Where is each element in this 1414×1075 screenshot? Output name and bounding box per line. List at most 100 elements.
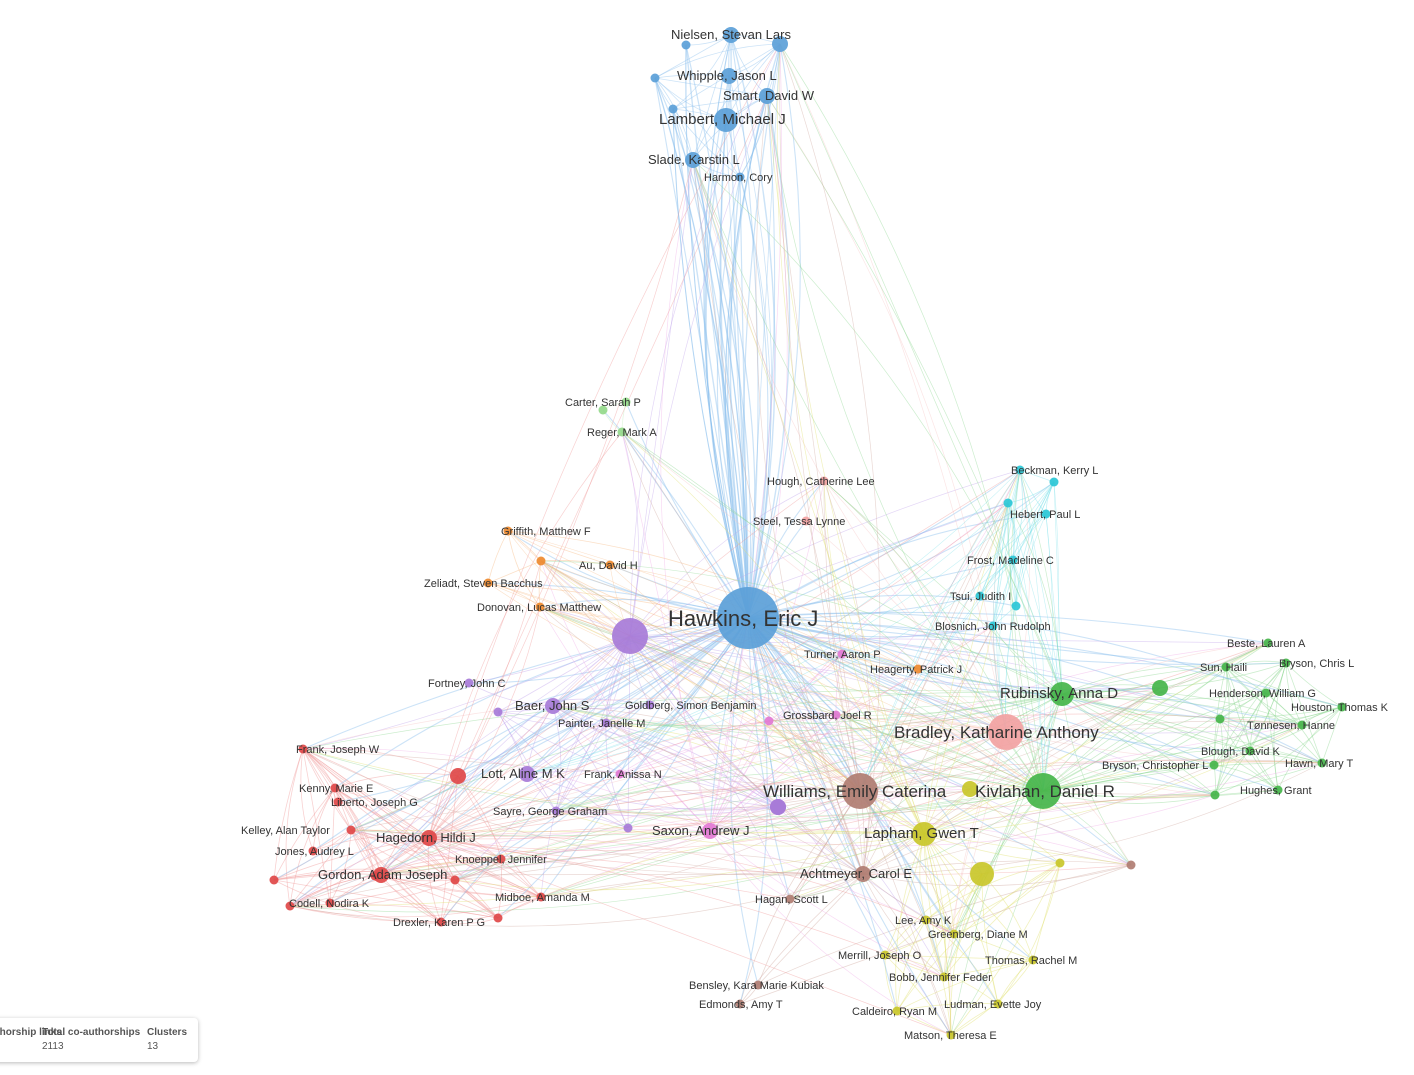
author-label-bryson_c[interactable]: Bryson, Chris L (1279, 658, 1354, 670)
author-node-red_n15[interactable] (269, 875, 279, 885)
author-node-kenny[interactable] (330, 783, 340, 793)
author-node-tsui[interactable] (975, 591, 985, 601)
author-label-jones[interactable]: Jones, Audrey L (275, 846, 354, 858)
author-node-green_n10[interactable] (1215, 714, 1225, 724)
author-node-bryson_c[interactable] (1281, 658, 1291, 668)
author-node-zeliadt[interactable] (483, 578, 493, 588)
author-label-baer[interactable]: Baer, John S (515, 698, 590, 713)
author-node-beste[interactable] (1263, 638, 1273, 648)
author-label-bobb[interactable]: Bobb, Jennifer Feder (889, 972, 992, 984)
author-node-hawkins[interactable] (717, 587, 779, 649)
author-label-goldberg[interactable]: Goldberg, Simon Benjamin (625, 700, 756, 712)
author-node-sun[interactable] (1221, 662, 1231, 672)
author-node-whipple[interactable] (721, 68, 737, 84)
author-node-steel[interactable] (801, 516, 811, 526)
author-label-painter[interactable]: Painter, Janelle M (558, 718, 645, 730)
author-node-bradley[interactable] (988, 714, 1024, 750)
author-node-smart[interactable] (759, 88, 775, 104)
author-label-ludman[interactable]: Ludman, Evette Joy (944, 999, 1042, 1011)
author-node-blue_n4[interactable] (650, 73, 660, 83)
author-label-blough[interactable]: Blough, David K (1201, 746, 1281, 758)
author-node-lott[interactable] (519, 766, 535, 782)
author-node-purple_n9[interactable] (623, 823, 633, 833)
author-label-heagerty[interactable]: Heagerty, Patrick J (870, 664, 962, 676)
author-label-frost[interactable]: Frost, Madeline C (967, 555, 1054, 567)
author-node-henderson[interactable] (1261, 688, 1271, 698)
author-node-orange_n2[interactable] (536, 556, 546, 566)
author-node-hagan[interactable] (785, 894, 795, 904)
author-node-purple_near_williams[interactable] (770, 799, 786, 815)
author-node-codell[interactable] (325, 898, 335, 908)
author-node-thomas[interactable] (1028, 955, 1038, 965)
author-label-zeliadt[interactable]: Zeliadt, Steven Bacchus (424, 578, 543, 590)
author-node-griffith[interactable] (503, 526, 513, 536)
author-node-grossbard[interactable] (831, 710, 841, 720)
author-node-liberto[interactable] (333, 797, 343, 807)
author-label-blosnich[interactable]: Blosnich, John Rudolph (935, 621, 1051, 633)
author-node-red_n13[interactable] (450, 875, 460, 885)
author-label-griffith[interactable]: Griffith, Matthew F (501, 526, 591, 538)
author-node-purple_hub[interactable] (612, 618, 648, 654)
author-label-bryson_ch[interactable]: Bryson, Christopher L (1102, 760, 1208, 772)
author-label-knoeppel[interactable]: Knoeppel, Jennifer (455, 854, 547, 866)
author-label-gordon[interactable]: Gordon, Adam Joseph (318, 867, 447, 882)
author-label-codell[interactable]: Codell, Nodira K (289, 898, 370, 910)
author-label-frank_w[interactable]: Frank, Joseph W (296, 744, 380, 756)
author-node-hagedorn[interactable] (421, 830, 437, 846)
author-node-hebert[interactable] (1041, 509, 1051, 519)
author-node-merrill[interactable] (880, 950, 890, 960)
author-node-green_n6[interactable] (1152, 680, 1168, 696)
author-node-reger[interactable] (617, 427, 627, 437)
author-node-caldeiro[interactable] (892, 1006, 902, 1016)
author-label-lott[interactable]: Lott, Aline M K (481, 766, 565, 781)
author-node-harmon[interactable] (735, 172, 745, 182)
author-label-sayre[interactable]: Sayre, George Graham (493, 806, 607, 818)
author-label-hughes[interactable]: Hughes, Grant (1240, 785, 1312, 797)
author-label-henderson[interactable]: Henderson, William G (1209, 688, 1316, 700)
author-label-saxon[interactable]: Saxon, Andrew J (652, 823, 750, 838)
author-label-beckman[interactable]: Beckman, Kerry L (1011, 465, 1098, 477)
author-label-kenny[interactable]: Kenny, Marie E (299, 783, 373, 795)
author-label-lee[interactable]: Lee, Amy K (895, 915, 952, 927)
author-label-grossbard[interactable]: Grossbard, Joel R (783, 710, 872, 722)
author-node-nielsen[interactable] (723, 27, 739, 43)
author-label-matson[interactable]: Matson, Theresa E (904, 1030, 997, 1042)
author-label-tonnesen[interactable]: Tønnesen, Hanne (1247, 720, 1335, 732)
author-node-kivlahan[interactable] (1025, 773, 1061, 809)
author-label-steel[interactable]: Steel, Tessa Lynne (753, 516, 845, 528)
author-label-donovan[interactable]: Donovan, Lucas Matthew (477, 602, 601, 614)
author-label-kelley[interactable]: Kelley, Alan Taylor (241, 825, 330, 837)
author-label-hawkins[interactable]: Hawkins, Eric J (668, 606, 818, 631)
author-node-olive_n3[interactable] (970, 862, 994, 886)
author-label-bensley[interactable]: Bensley, Kara Marie Kubiak (689, 980, 824, 992)
author-node-bensley[interactable] (753, 980, 763, 990)
author-node-baer[interactable] (545, 698, 561, 714)
author-node-lightgreen_n4[interactable] (1055, 858, 1065, 868)
author-label-smart[interactable]: Smart, David W (723, 88, 815, 103)
author-label-carter[interactable]: Carter, Sarah P (565, 397, 641, 409)
author-label-drexler[interactable]: Drexler, Karen P G (393, 917, 485, 929)
author-label-whipple[interactable]: Whipple, Jason L (677, 68, 777, 83)
author-label-edmonds[interactable]: Edmonds, Amy T (699, 999, 783, 1011)
author-node-blue_n2[interactable] (681, 40, 691, 50)
author-node-lee[interactable] (921, 915, 931, 925)
author-label-hawn[interactable]: Hawn, Mary T (1285, 758, 1354, 770)
author-label-bradley[interactable]: Bradley, Katharine Anthony (894, 723, 1099, 742)
author-node-au[interactable] (605, 560, 615, 570)
author-label-liberto[interactable]: Liberto, Joseph G (331, 797, 418, 809)
author-node-cyan_n4[interactable] (1003, 498, 1013, 508)
author-label-merrill[interactable]: Merrill, Joseph O (838, 950, 922, 962)
author-label-hough[interactable]: Hough, Catherine Lee (767, 476, 875, 488)
author-label-hagedorn[interactable]: Hagedorn, Hildi J (376, 830, 476, 845)
author-label-lambert[interactable]: Lambert, Michael J (659, 111, 786, 128)
author-node-blue_n7[interactable] (668, 104, 678, 114)
author-node-sayre[interactable] (551, 806, 561, 816)
author-node-cyan_n8[interactable] (1011, 601, 1021, 611)
author-node-red_n17[interactable] (370, 871, 380, 881)
author-node-rubinsky[interactable] (1050, 682, 1074, 706)
author-node-olive_n2[interactable] (962, 781, 978, 797)
author-node-williams[interactable] (842, 773, 878, 809)
author-node-slade[interactable] (685, 152, 701, 168)
author-label-slade[interactable]: Slade, Karstin L (648, 152, 740, 167)
